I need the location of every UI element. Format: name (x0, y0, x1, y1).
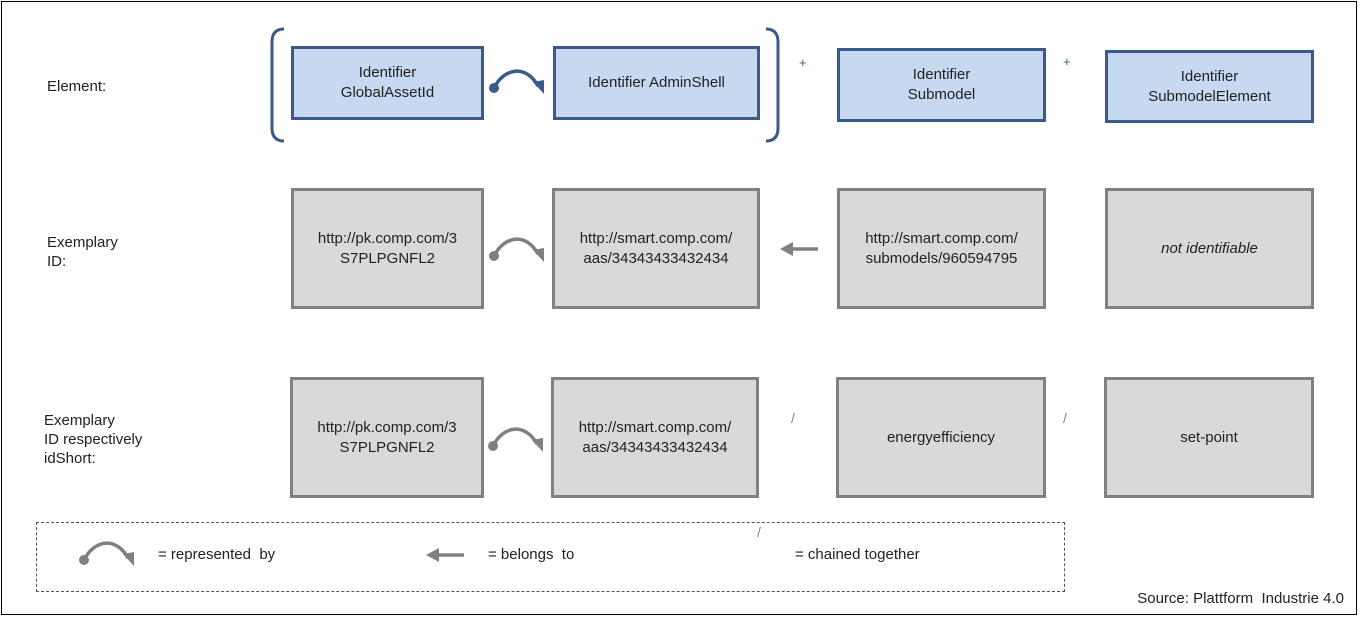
admin-shell-id-box: Identifier AdminShell (553, 46, 760, 120)
represented-by-arrow-icon (489, 237, 544, 262)
represented-by-arrow-icon (489, 69, 544, 94)
plus-sign: + (1063, 54, 1071, 69)
aas-id-example-box: http://smart.comp.com/ aas/3434343343243… (552, 188, 760, 309)
exemplary-short-row-label: Exemplary ID respectively idShort: (44, 412, 143, 467)
belongs-to-arrow-icon (780, 242, 818, 256)
represented-by-legend-icon (79, 541, 134, 566)
represented-by-arrow-icon (488, 427, 543, 452)
submodel-element-id-box: Identifier SubmodelElement (1105, 50, 1314, 123)
chain-slash: / (791, 410, 795, 426)
element-row-label: Element: (47, 78, 107, 95)
element-idshort-box: set-point (1104, 377, 1314, 498)
legend-represented-by: = represented by (158, 546, 276, 563)
belongs-to-legend-icon (426, 548, 464, 562)
source-note: Source: Plattform Industrie 4.0 (1137, 590, 1344, 607)
legend-box (36, 522, 1065, 592)
global-asset-id-box: Identifier GlobalAssetId (291, 46, 484, 120)
submodel-idshort-box: energyefficiency (836, 377, 1046, 498)
submodel-id-example-box: http://smart.comp.com/ submodels/9605947… (837, 188, 1046, 309)
legend-belongs-to: = belongs to (488, 546, 575, 563)
aas-id-short-box: http://smart.comp.com/ aas/3434343343243… (551, 377, 759, 498)
submodel-id-box: Identifier Submodel (837, 48, 1046, 122)
asset-id-example-box: http://pk.comp.com/3 S7PLPGNFL2 (291, 188, 484, 309)
plus-sign: + (799, 55, 807, 70)
element-not-identifiable-box: not identifiable (1105, 188, 1314, 309)
asset-id-short-box: http://pk.comp.com/3 S7PLPGNFL2 (290, 377, 484, 498)
legend-chain-slash: / (757, 524, 761, 540)
legend-chained-together: = chained together (795, 546, 920, 563)
exemplary-id-row-label: Exemplary ID: (47, 234, 118, 270)
chain-slash: / (1063, 410, 1067, 426)
